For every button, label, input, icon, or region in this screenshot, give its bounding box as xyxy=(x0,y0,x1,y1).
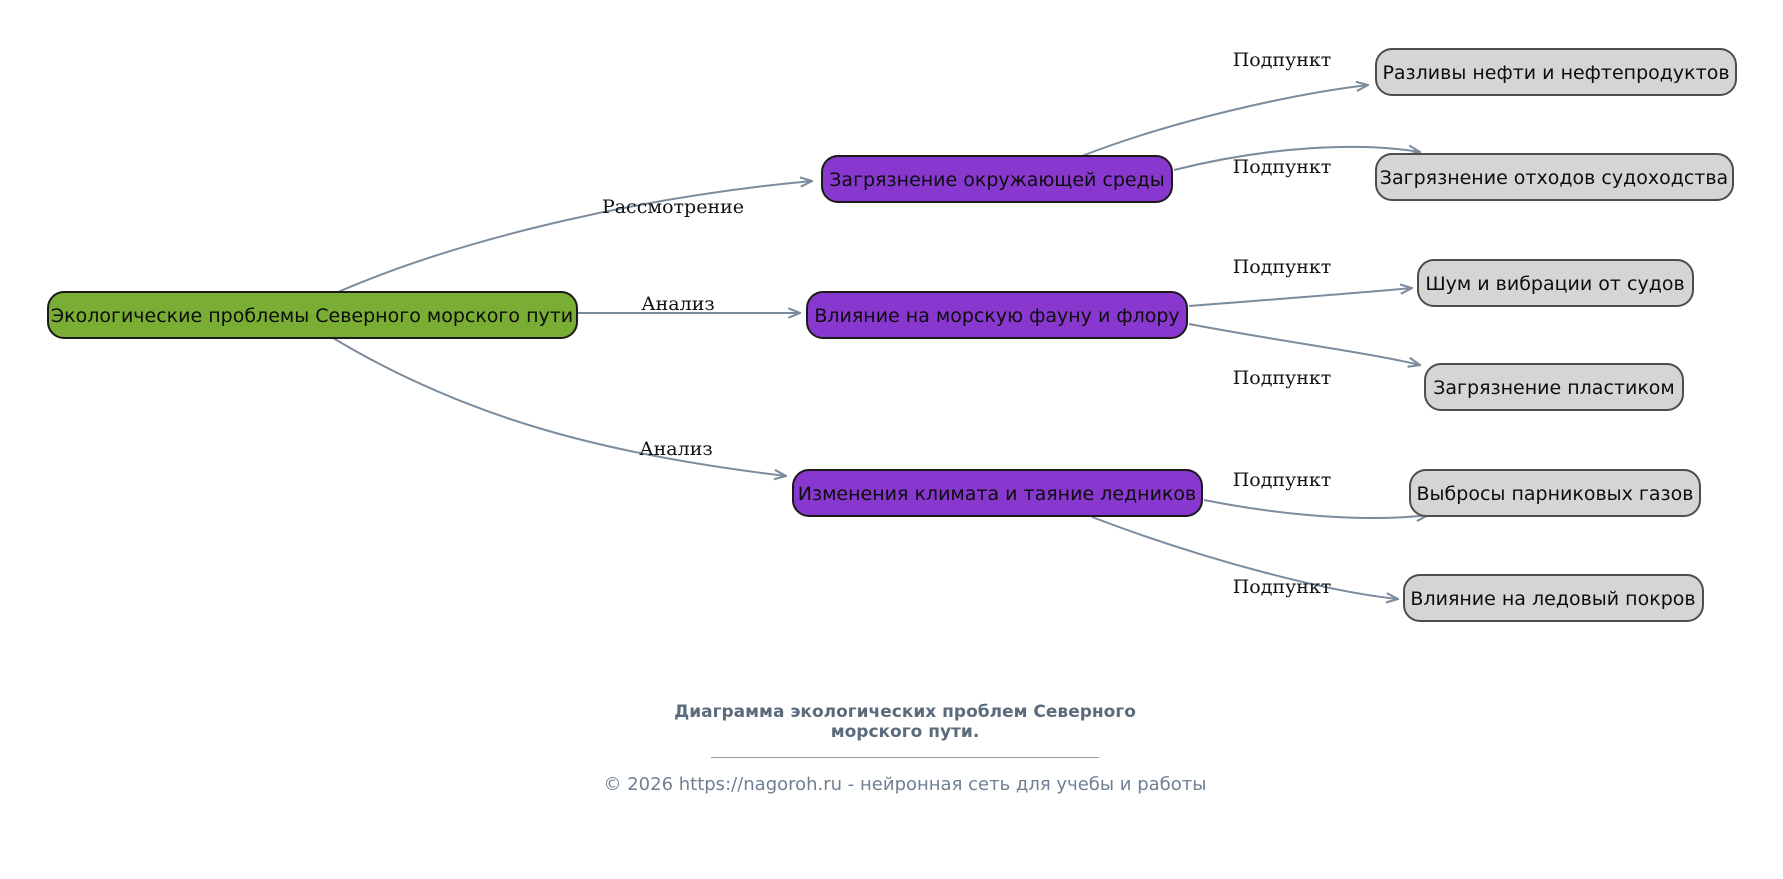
node-leaf-4: Загрязнение пластиком xyxy=(1424,363,1684,411)
node-leaf-6-box xyxy=(1403,574,1704,622)
node-branch-1-label: Загрязнение окружающей среды xyxy=(829,169,1164,191)
edge-label-analiz-1: Анализ xyxy=(641,293,714,315)
node-branch-3-label: Изменения климата и таяние ледников xyxy=(798,483,1196,505)
node-branch-2-box xyxy=(806,291,1188,339)
node-branch-3-box xyxy=(792,469,1203,517)
node-leaf-3-label: Шум и вибрации от судов xyxy=(1425,273,1684,295)
node-branch-1: Загрязнение окружающей среды xyxy=(821,155,1173,203)
node-branch-1-box xyxy=(821,155,1173,203)
edge-branch-3-to-leaf-6 xyxy=(1091,516,1398,599)
node-leaf-2-box xyxy=(1375,153,1734,201)
nodes: Экологические проблемы Северного морског… xyxy=(47,48,1737,622)
node-leaf-1-box xyxy=(1375,48,1737,96)
edge-labels: Рассмотрение Анализ Анализ Подпункт Подп… xyxy=(602,49,1331,598)
node-leaf-1-label: Разливы нефти и нефтепродуктов xyxy=(1382,62,1729,84)
node-leaf-5-box xyxy=(1409,469,1701,517)
node-leaf-4-label: Загрязнение пластиком xyxy=(1433,377,1675,399)
edges xyxy=(332,85,1428,599)
edge-label-analiz-2: Анализ xyxy=(639,438,712,460)
node-leaf-2: Загрязнение отходов судоходства xyxy=(1375,153,1734,201)
node-leaf-6-label: Влияние на ледовый покров xyxy=(1410,588,1695,610)
node-leaf-3-box xyxy=(1417,259,1694,307)
node-leaf-1: Разливы нефти и нефтепродуктов xyxy=(1375,48,1737,96)
node-root: Экологические проблемы Северного морског… xyxy=(47,291,578,339)
node-branch-3: Изменения климата и таяние ледников xyxy=(792,469,1203,517)
edge-label-podpunkt-2: Подпункт xyxy=(1233,156,1332,178)
node-leaf-4-box xyxy=(1424,363,1684,411)
node-leaf-3: Шум и вибрации от судов xyxy=(1417,259,1694,307)
edge-label-podpunkt-3: Подпункт xyxy=(1233,256,1332,278)
edge-branch-1-to-leaf-1 xyxy=(1081,85,1368,157)
edge-root-to-branch-3 xyxy=(332,337,786,476)
edge-label-podpunkt-1: Подпункт xyxy=(1233,49,1332,71)
edge-label-rassmotrenie: Рассмотрение xyxy=(602,196,744,218)
node-leaf-5-label: Выбросы парниковых газов xyxy=(1417,483,1694,505)
edge-branch-1-to-leaf-2 xyxy=(1173,147,1420,171)
node-root-box xyxy=(47,291,578,339)
caption-divider xyxy=(711,757,1099,758)
node-leaf-6: Влияние на ледовый покров xyxy=(1403,574,1704,622)
edge-branch-2-to-leaf-4 xyxy=(1188,323,1420,365)
node-branch-2: Влияние на морскую фауну и флору xyxy=(806,291,1188,339)
caption-block: Диаграмма экологических проблем Северног… xyxy=(555,702,1255,795)
edge-branch-3-to-leaf-5 xyxy=(1203,499,1428,518)
footer-credit: © 2026 https://nagoroh.ru - нейронная се… xyxy=(603,774,1207,795)
edge-root-to-branch-1 xyxy=(337,181,812,293)
node-branch-2-label: Влияние на морскую фауну и флору xyxy=(814,305,1179,327)
node-leaf-2-label: Загрязнение отходов судоходства xyxy=(1380,167,1728,189)
edge-label-podpunkt-6: Подпункт xyxy=(1233,576,1332,598)
edge-label-podpunkt-5: Подпункт xyxy=(1233,469,1332,491)
node-leaf-5: Выбросы парниковых газов xyxy=(1409,469,1701,517)
node-root-label: Экологические проблемы Северного морског… xyxy=(51,305,573,327)
edge-branch-2-to-leaf-3 xyxy=(1188,288,1412,307)
edge-label-podpunkt-4: Подпункт xyxy=(1233,367,1332,389)
caption-title: Диаграмма экологических проблем Северног… xyxy=(674,702,1136,742)
